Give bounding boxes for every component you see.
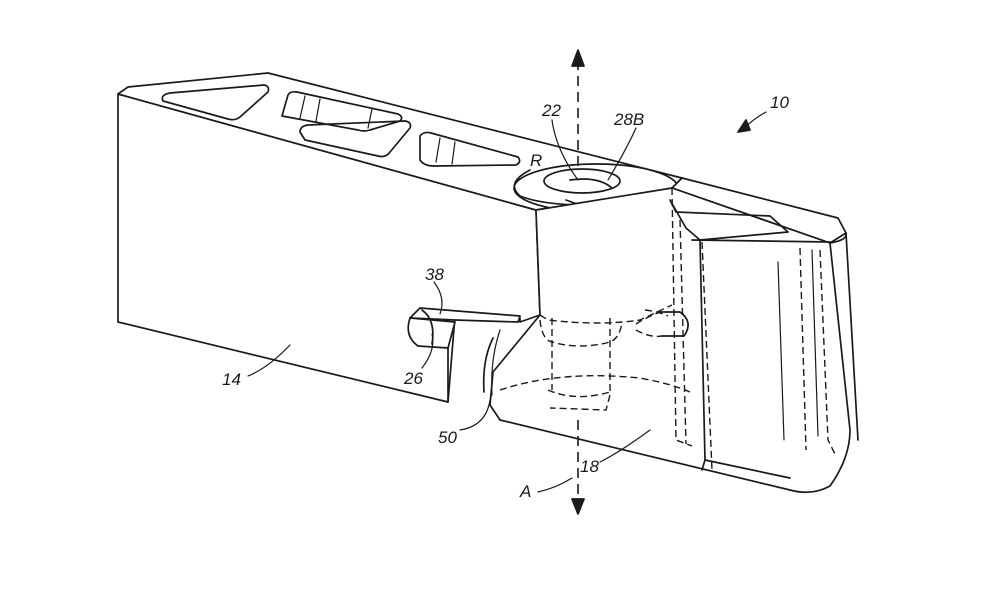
- hidden-features: [499, 187, 837, 471]
- second-block: [489, 177, 859, 494]
- label-axis: A: [519, 482, 531, 501]
- label-block: 18: [580, 457, 599, 476]
- label-pin: 26: [403, 369, 423, 388]
- label-bore: 28B: [613, 110, 644, 129]
- label-body: 14: [222, 370, 241, 389]
- reference-labels: 10 22 28B R 38 26 14 50 18 A: [222, 93, 789, 501]
- axis-a: [571, 49, 585, 515]
- tab-with-pin: [407, 307, 521, 403]
- label-tab: 38: [425, 265, 444, 284]
- label-fillet: 50: [438, 428, 457, 447]
- fillet: [482, 329, 501, 396]
- label-pivot: 22: [541, 101, 561, 120]
- label-assembly: 10: [770, 93, 789, 112]
- right-stub: [635, 311, 689, 338]
- leader-lines: [247, 111, 767, 493]
- label-rotation: R: [530, 151, 542, 170]
